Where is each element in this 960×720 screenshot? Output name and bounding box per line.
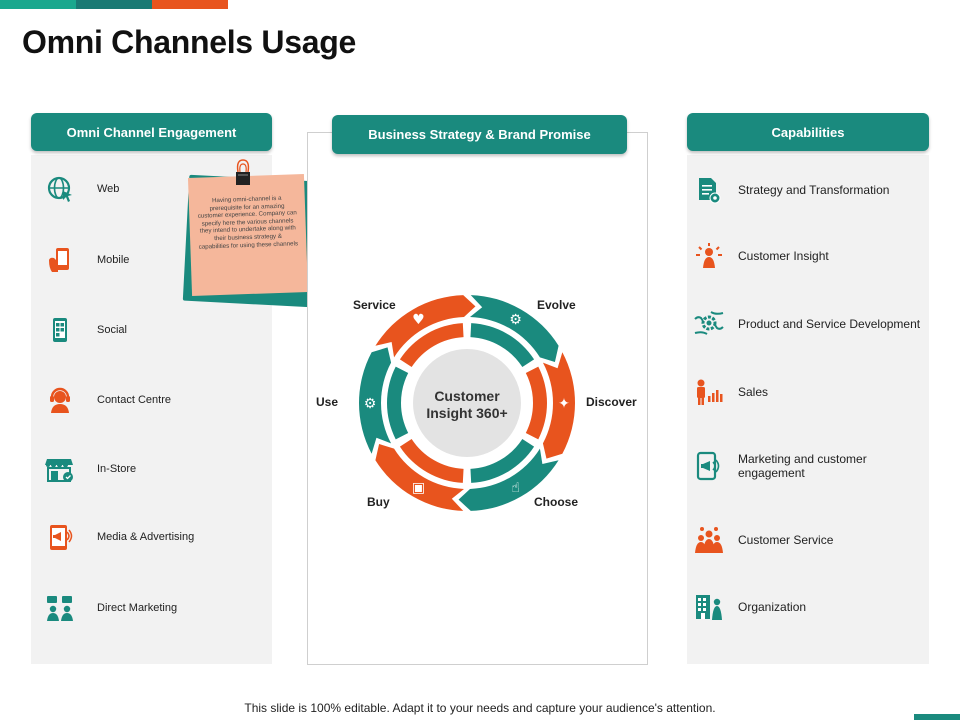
capability-label: Sales (738, 385, 769, 399)
left-panel-header: Omni Channel Engagement (31, 113, 272, 151)
ring-label-service: Service (353, 298, 396, 312)
hand-pointer-icon: ☝ (511, 480, 520, 496)
shopping-bag-icon: ▣ (412, 480, 425, 496)
storefront-icon (44, 453, 76, 485)
group-idea-icon: ✦ (558, 396, 570, 412)
social-phone-icon (44, 314, 76, 346)
channel-item-mobile: Mobile (44, 242, 274, 278)
tablet-megaphone-icon (44, 521, 76, 553)
ring-inner-arc-buy (399, 438, 464, 483)
ring-segment-use (359, 347, 392, 454)
ring-label-evolve: Evolve (537, 298, 576, 312)
person-bar-chart-icon (694, 377, 724, 407)
gear-hands-icon (694, 309, 724, 339)
mobile-hand-icon (44, 244, 76, 276)
customer-journey-ring: ⚙ ✦ ☝ ▣ ⚙ ♥ (359, 295, 575, 511)
binder-clip-icon (232, 158, 254, 188)
channel-label: Web (97, 183, 120, 195)
ring-inner-arc-discover (525, 366, 547, 440)
page-title: Omni Channels Usage (22, 24, 356, 60)
ring-segment-buy (375, 443, 464, 511)
ring-inner-arc-choose (470, 438, 535, 483)
capability-item-sales: Sales (694, 374, 929, 410)
capability-label: Customer Service (738, 533, 834, 547)
ring-label-discover: Discover (586, 395, 637, 409)
capability-item-marketing: Marketing and customer engagement (694, 448, 929, 484)
ring-inner-arc-use (387, 366, 409, 440)
ring-label-choose: Choose (534, 495, 579, 509)
channel-label: Media & Advertising (97, 531, 195, 543)
top-accent-bar (0, 0, 228, 9)
customer-group-icon (694, 525, 724, 555)
hub-line-1: Customer (434, 388, 500, 404)
channel-item-media-advertising: Media & Advertising (44, 519, 274, 555)
channel-item-social: Social (44, 312, 274, 348)
ring-inner-arc-service (399, 323, 464, 368)
channel-item-web: Web (44, 171, 274, 207)
channel-item-direct-marketing: Direct Marketing (44, 590, 274, 626)
channel-item-in-store: In-Store (44, 451, 274, 487)
channel-label: Social (97, 324, 127, 336)
sticky-note: Having omni-channel is a prerequisite fo… (182, 158, 318, 308)
channel-item-contact-centre: Contact Centre (44, 382, 274, 418)
capability-item-strategy: Strategy and Transformation (694, 172, 929, 208)
sticky-note-text: Having omni-channel is a prerequisite fo… (197, 194, 299, 251)
gears-icon: ⚙ (364, 396, 377, 412)
hub-line-2: Insight 360+ (426, 405, 508, 421)
people-chat-icon (44, 592, 76, 624)
ring-label-buy: Buy (367, 495, 390, 509)
center-panel-header: Business Strategy & Brand Promise (332, 115, 627, 154)
capability-label: Marketing and customer engagement (738, 452, 867, 480)
corner-accent (914, 714, 960, 720)
channel-label: In-Store (97, 463, 137, 475)
capability-item-customer-insight: Customer Insight (694, 238, 929, 274)
ring-inner-arc-evolve (470, 323, 535, 368)
document-heart-icon: ♥ (412, 312, 425, 328)
ring-segment-evolve (470, 295, 559, 363)
document-gear-icon (694, 175, 724, 205)
capability-item-product-service: Product and Service Development (694, 306, 929, 342)
gear-hand-icon: ⚙ (509, 312, 522, 328)
ring-segment-service (375, 295, 476, 358)
capability-label: Organization (738, 600, 807, 614)
channel-label: Direct Marketing (97, 602, 178, 614)
ring-segment-choose (458, 448, 559, 511)
building-person-icon (694, 592, 724, 622)
phone-megaphone-icon (694, 451, 724, 481)
right-panel-header: Capabilities (687, 113, 929, 151)
capability-item-organization: Organization (694, 589, 929, 625)
hub-circle (413, 349, 521, 457)
capability-item-customer-service: Customer Service (694, 522, 929, 558)
globe-cursor-icon (44, 173, 76, 205)
capability-label: Customer Insight (738, 249, 829, 263)
lightbulb-person-icon (694, 241, 724, 271)
capability-label: Product and Service Development (738, 317, 921, 331)
capability-label: Strategy and Transformation (738, 183, 890, 197)
ring-segment-discover (542, 352, 575, 459)
ring-label-use: Use (316, 395, 339, 409)
sticky-note-paper: Having omni-channel is a prerequisite fo… (187, 174, 309, 296)
hub-text: Customer Insight 360+ (407, 388, 527, 422)
footer-text: This slide is 100% editable. Adapt it to… (244, 701, 716, 715)
channel-label: Mobile (97, 254, 130, 266)
right-panel (687, 155, 929, 664)
headset-agent-icon (44, 384, 76, 416)
channel-label: Contact Centre (97, 394, 171, 406)
